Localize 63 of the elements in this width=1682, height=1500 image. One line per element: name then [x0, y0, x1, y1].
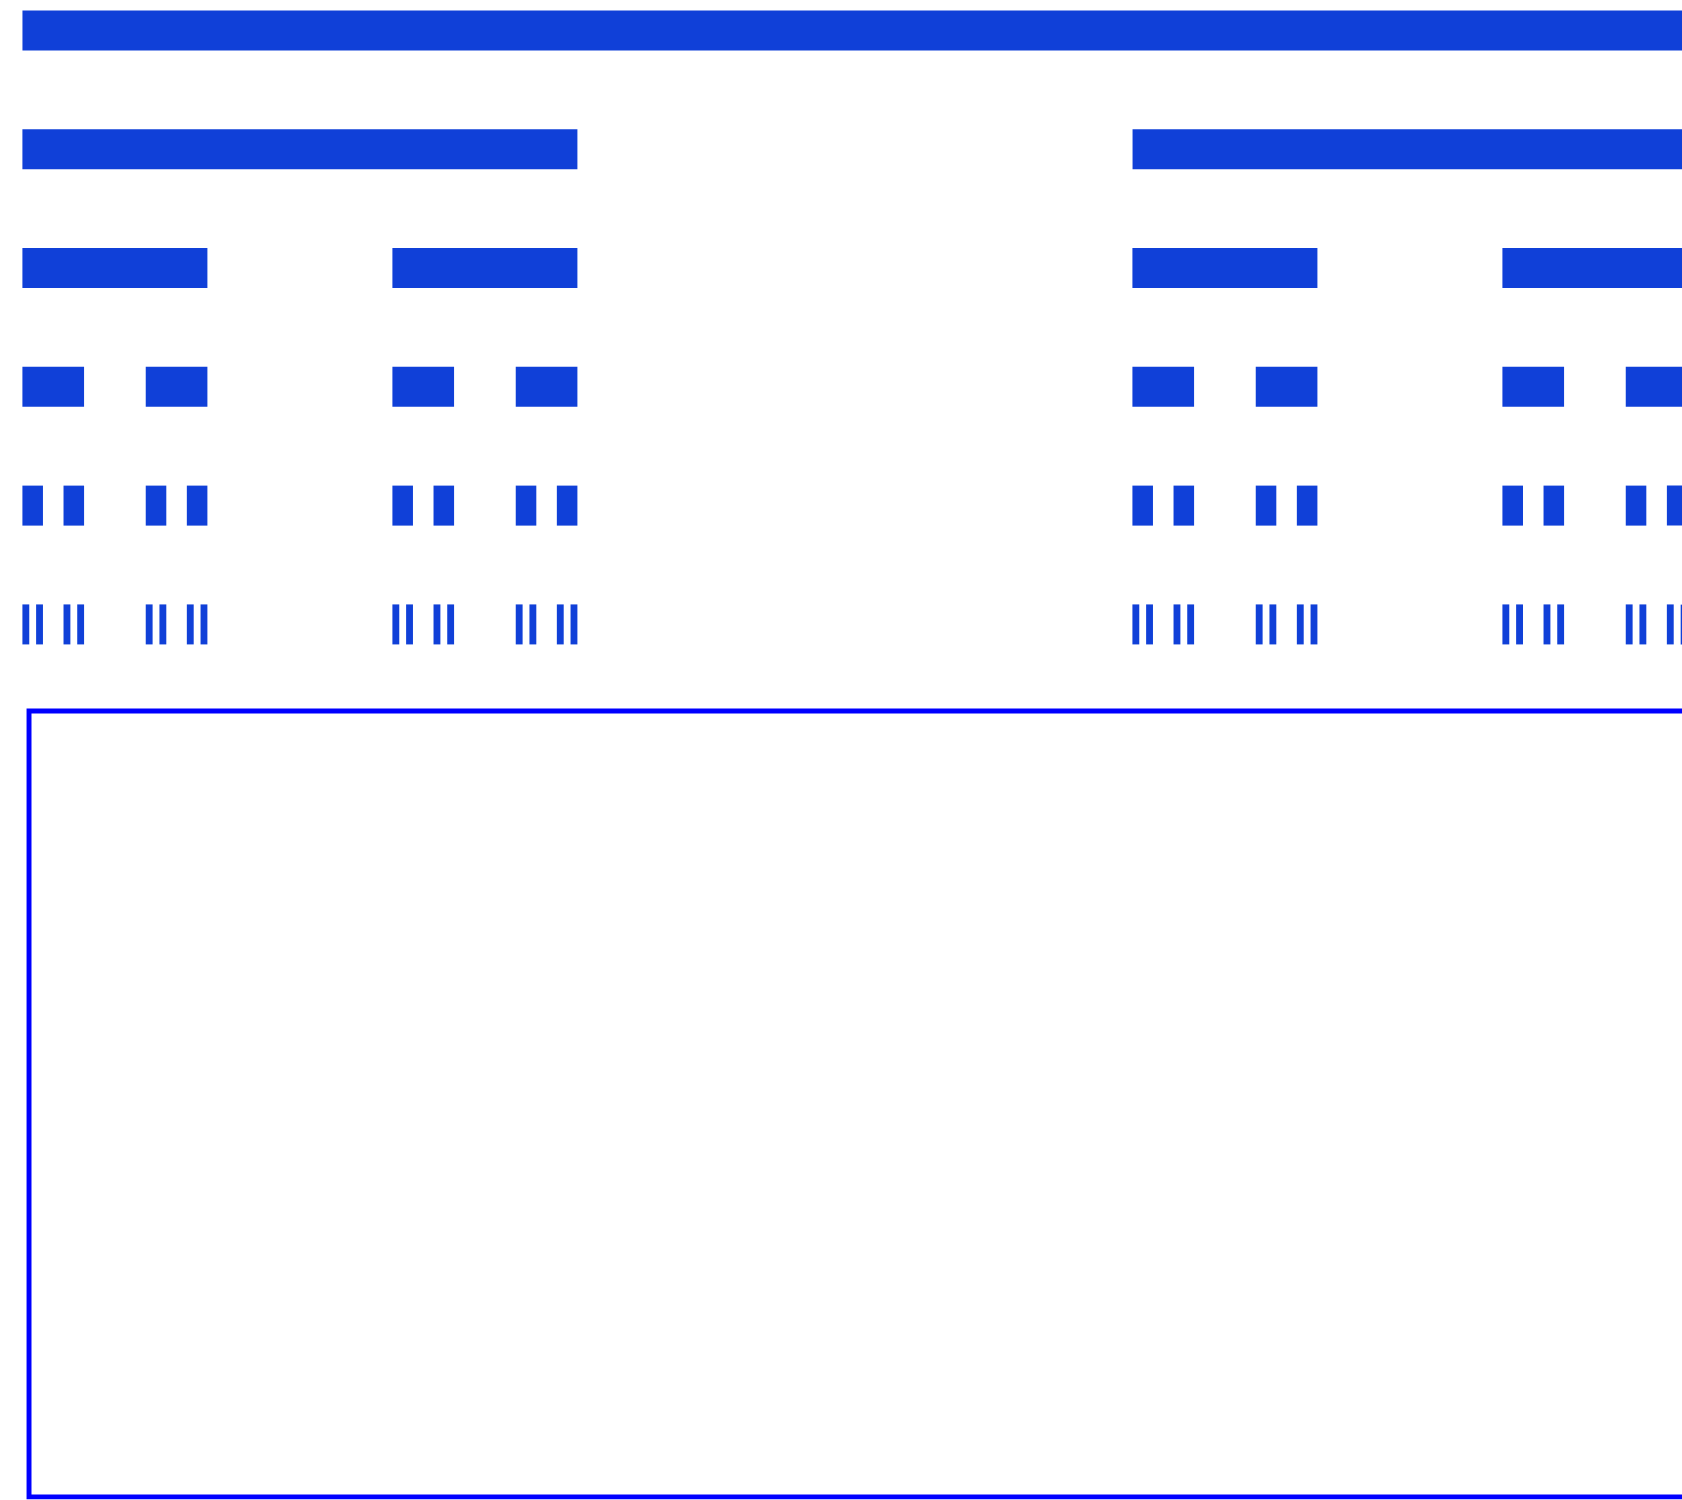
bar — [22, 129, 578, 170]
bar — [1666, 485, 1682, 526]
bar — [392, 485, 413, 526]
bar — [200, 604, 208, 645]
bar — [1132, 366, 1195, 407]
bar — [1310, 604, 1318, 645]
frame — [26, 708, 1682, 1500]
bar — [1269, 604, 1277, 645]
bar — [1255, 604, 1263, 645]
bar — [22, 10, 1682, 51]
bar — [433, 485, 455, 526]
bar — [1255, 485, 1277, 526]
bar — [570, 604, 578, 645]
bar — [1502, 604, 1510, 645]
bar — [392, 366, 455, 407]
bar — [1146, 604, 1153, 645]
bar — [1296, 485, 1318, 526]
bar — [145, 366, 208, 407]
bar — [1543, 604, 1551, 645]
bar — [22, 248, 208, 288]
bar — [529, 604, 537, 645]
bar — [63, 485, 85, 526]
bar — [1516, 604, 1523, 645]
bar — [1132, 129, 1682, 170]
bar — [1502, 248, 1682, 288]
bar — [433, 604, 441, 645]
bar — [1132, 485, 1153, 526]
bar — [556, 604, 564, 645]
bar — [1502, 366, 1565, 407]
bar — [392, 604, 400, 645]
bar — [515, 485, 537, 526]
bar — [1625, 604, 1633, 645]
bar — [186, 604, 194, 645]
bar — [1132, 604, 1140, 645]
bar — [556, 485, 578, 526]
bar — [145, 485, 167, 526]
bar — [1173, 485, 1195, 526]
bar — [1132, 248, 1318, 288]
bar — [1255, 366, 1318, 407]
bar — [63, 604, 71, 645]
bar — [77, 604, 85, 645]
bar — [22, 485, 43, 526]
bar — [1639, 604, 1647, 645]
bar — [406, 604, 413, 645]
bar — [186, 485, 208, 526]
bar — [1173, 604, 1181, 645]
bar — [1187, 604, 1195, 645]
bar — [1557, 604, 1565, 645]
bar — [1502, 485, 1523, 526]
bar — [1666, 604, 1674, 645]
bar — [22, 604, 30, 645]
bar — [392, 248, 578, 288]
bar — [1625, 366, 1682, 407]
bar — [145, 604, 153, 645]
bar — [515, 604, 523, 645]
bar — [515, 366, 578, 407]
bar — [1543, 485, 1565, 526]
bar — [36, 604, 43, 645]
bar — [159, 604, 167, 645]
bar — [1296, 604, 1304, 645]
bar — [447, 604, 455, 645]
bar — [22, 366, 85, 407]
bar — [1625, 485, 1647, 526]
